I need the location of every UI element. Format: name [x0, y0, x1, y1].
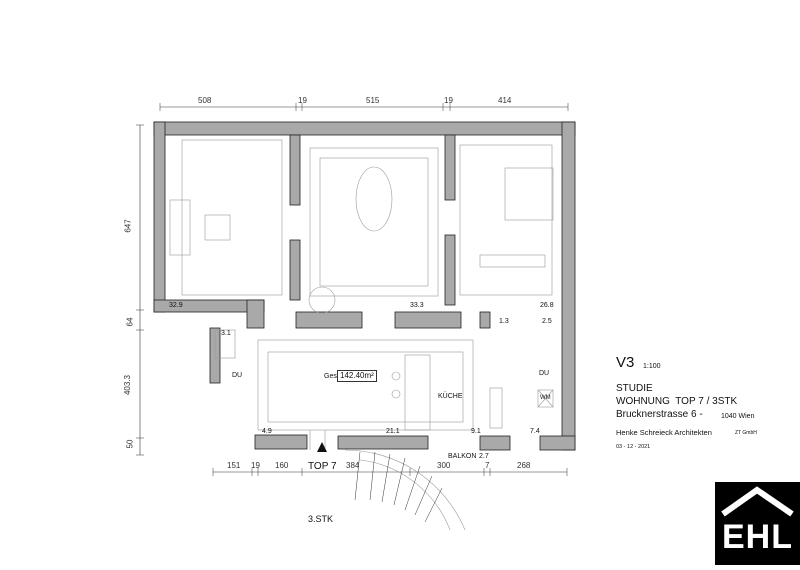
room-area-left: 32.9 [169, 302, 183, 309]
logo-text: EHL [722, 518, 793, 556]
wm-label: WM [540, 395, 551, 401]
architect-suffix: ZT GmbH [735, 430, 757, 436]
kueche-label: KÜCHE [438, 393, 463, 400]
dim-top-2: 19 [298, 96, 307, 105]
dim-top-3: 515 [366, 96, 380, 105]
dim-bottom-2: 19 [251, 461, 260, 470]
small-room2-area: 2.5 [542, 318, 552, 325]
dim-top-5: 414 [498, 96, 512, 105]
dimension-lines [136, 103, 569, 476]
dim-bottom-1: 151 [227, 461, 241, 470]
bath-area: 7.4 [530, 428, 540, 435]
dim-left-2: 64 [125, 317, 135, 327]
dim-bottom-5: 300 [437, 461, 451, 470]
balkon-area: 2.7 [479, 453, 489, 460]
entrance-arrow-icon [317, 442, 327, 452]
city-label: 1040 Wien [721, 413, 755, 420]
furniture-and-fixtures [169, 139, 554, 531]
entry-area: 4.9 [262, 428, 272, 435]
variant-label: V3 [616, 354, 635, 371]
walls [153, 121, 576, 451]
dim-bottom-7: 268 [517, 461, 531, 470]
living-area: 21.1 [386, 428, 400, 435]
dim-left-4: 50 [125, 439, 135, 449]
du-right-label: DU [539, 370, 550, 377]
dim-left-1: 647 [123, 219, 133, 233]
kitchen-area: 9.1 [471, 428, 481, 435]
room-area-right: 26.8 [540, 302, 554, 309]
du-left-label: DU [232, 372, 243, 379]
total-area-badge: 142.40m² [337, 370, 377, 382]
dim-top-1: 508 [198, 96, 212, 105]
dim-bottom-4: 384 [346, 461, 360, 470]
dim-left-3: 403.3 [123, 374, 133, 396]
wc-area: 3.1 [221, 330, 231, 337]
study-label: STUDIE [616, 383, 653, 394]
dim-top-4: 19 [444, 96, 453, 105]
apartment-label: WOHNUNG TOP 7 / 3STK [616, 396, 738, 407]
room-area-middle: 33.3 [410, 302, 424, 309]
entrance-label: TOP 7 [308, 461, 337, 472]
date-label: 03 - 12 - 2021 [616, 444, 651, 450]
small-room-area: 1.3 [499, 318, 509, 325]
ehl-logo: EHL [715, 482, 800, 565]
dim-bottom-6: 7 [485, 461, 490, 470]
balkon-label: BALKON [448, 453, 477, 460]
dim-bottom-3: 160 [275, 461, 289, 470]
architect-label: Henke Schreieck Architekten [616, 428, 712, 437]
stair-treads [354, 451, 443, 523]
address-label: Brucknerstrasse 6 - [616, 409, 703, 420]
floor-label: 3.STK [308, 514, 334, 524]
scale-label: 1:100 [643, 363, 661, 370]
house-roof-icon [721, 486, 794, 517]
total-area-prefix: Ges [324, 373, 337, 380]
